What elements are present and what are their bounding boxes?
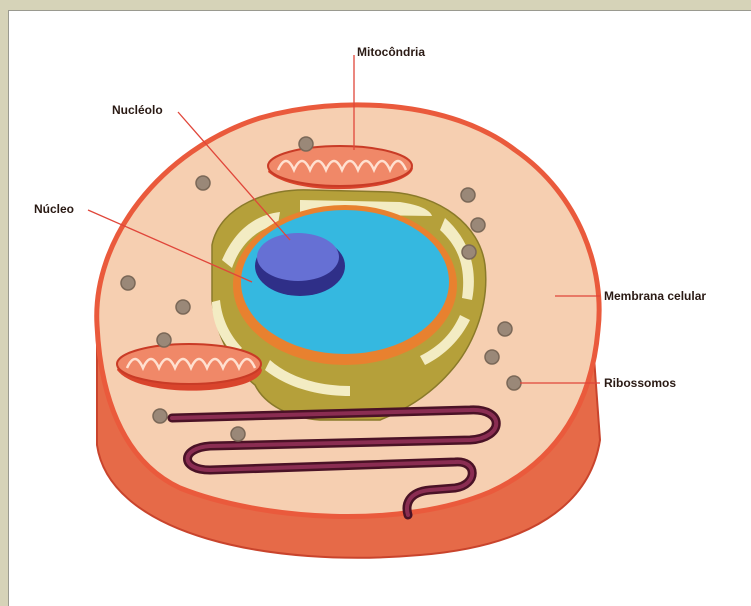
- ribosome: [196, 176, 210, 190]
- label-ribosomes: Ribossomos: [604, 376, 676, 390]
- ribosome: [231, 427, 245, 441]
- label-nucleolus: Nucléolo: [112, 103, 163, 117]
- ribosome: [157, 333, 171, 347]
- label-nucleus: Núcleo: [34, 202, 74, 216]
- ribosome: [471, 218, 485, 232]
- ribosome: [299, 137, 313, 151]
- label-membrane: Membrana celular: [604, 289, 706, 303]
- ribosome: [507, 376, 521, 390]
- ribosome: [153, 409, 167, 423]
- ribosome: [461, 188, 475, 202]
- label-mitochondria: Mitocôndria: [357, 45, 425, 59]
- ribosome: [498, 322, 512, 336]
- ribosome: [485, 350, 499, 364]
- ribosome: [121, 276, 135, 290]
- ribosome: [462, 245, 476, 259]
- ribosome: [176, 300, 190, 314]
